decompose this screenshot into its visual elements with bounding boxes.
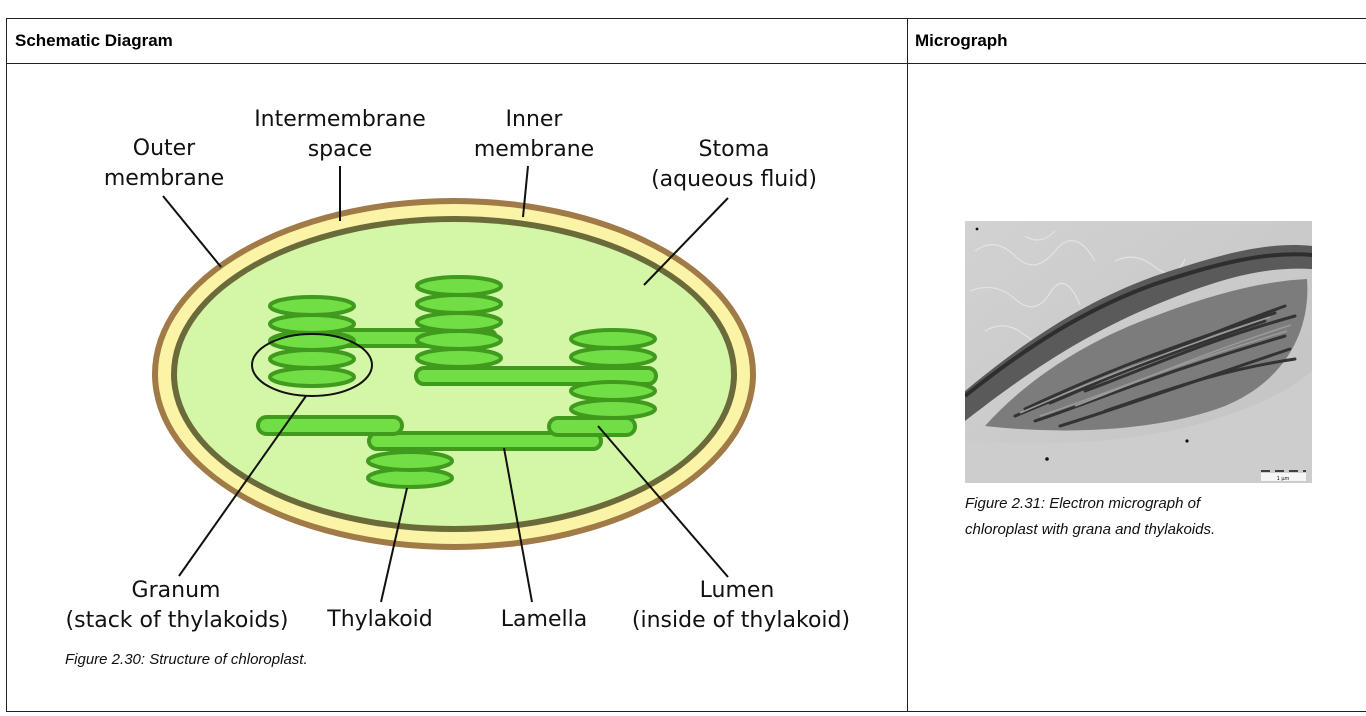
- thylakoid-disc: [268, 295, 356, 317]
- micrograph-caption-line2: chloroplast with grana and thylakoids.: [965, 521, 1216, 538]
- thylakoid-disc: [569, 380, 657, 402]
- figure-caption-schematic: Figure 2.30: Structure of chloroplast.: [65, 651, 308, 668]
- leader-lamella: [503, 447, 533, 603]
- thylakoid-disc: [415, 347, 503, 369]
- label-intermembrane-line2: space: [308, 137, 373, 162]
- label-inner-line2: membrane: [474, 137, 594, 162]
- leader-lumen: [597, 425, 729, 578]
- leader-outer-membrane: [162, 195, 222, 268]
- thylakoid-disc: [415, 293, 503, 315]
- thylakoid-disc: [569, 328, 657, 350]
- electron-micrograph-image: 1 µm: [965, 221, 1312, 483]
- thylakoid-disc: [268, 348, 356, 370]
- schematic-header: Schematic Diagram: [15, 31, 173, 50]
- label-inner-line1: Inner: [506, 107, 564, 132]
- label-stoma-line1: Stoma: [699, 137, 770, 162]
- thylakoid-disc: [268, 366, 356, 388]
- thylakoid-disc: [569, 398, 657, 420]
- leader-granum: [178, 395, 307, 577]
- label-stoma-line2: (aqueous fluid): [651, 167, 817, 192]
- thylakoid-lower-left: [256, 415, 404, 436]
- label-lamella: Lamella: [501, 607, 587, 632]
- label-lumen-line2: (inside of thylakoid): [632, 608, 850, 633]
- leader-stoma: [643, 197, 729, 286]
- thylakoid-disc: [415, 311, 503, 333]
- label-outer-line2: membrane: [104, 166, 224, 191]
- label-outer-line1: Outer: [133, 136, 196, 161]
- table-header-row: Schematic Diagram Micrograph: [7, 19, 1366, 64]
- granum-highlight: [251, 333, 373, 397]
- label-granum-line2: (stack of thylakoids): [66, 608, 289, 633]
- label-intermembrane-line1: Intermembrane: [254, 107, 426, 132]
- thylakoid-disc: [268, 313, 356, 335]
- label-thylakoid: Thylakoid: [326, 607, 433, 632]
- thylakoid-disc: [415, 275, 503, 297]
- thylakoid-disc: [366, 450, 454, 472]
- lamella-lower: [367, 431, 603, 451]
- label-lumen-line1: Lumen: [700, 578, 775, 603]
- leader-inner-membrane: [522, 165, 529, 218]
- chloroplast-diagram: Outer membrane Intermembrane space Inner…: [66, 107, 851, 633]
- micrograph-caption-line1: Figure 2.31: Electron micrograph of: [965, 495, 1201, 512]
- leader-thylakoid: [380, 487, 408, 603]
- micrograph-header: Micrograph: [915, 31, 1008, 50]
- thylakoid-lower-right: [547, 416, 637, 437]
- thylakoid-disc: [569, 346, 657, 368]
- column-divider: [907, 19, 908, 711]
- figure-caption-micrograph: Figure 2.31: Electron micrograph of chlo…: [965, 491, 1215, 543]
- label-granum-line1: Granum: [132, 578, 221, 603]
- lamella-middle: [414, 366, 658, 386]
- thylakoid-disc: [415, 329, 503, 351]
- figure-table: Schematic Diagram Micrograph: [6, 18, 1366, 712]
- scale-bar-label: 1 µm: [1277, 476, 1290, 482]
